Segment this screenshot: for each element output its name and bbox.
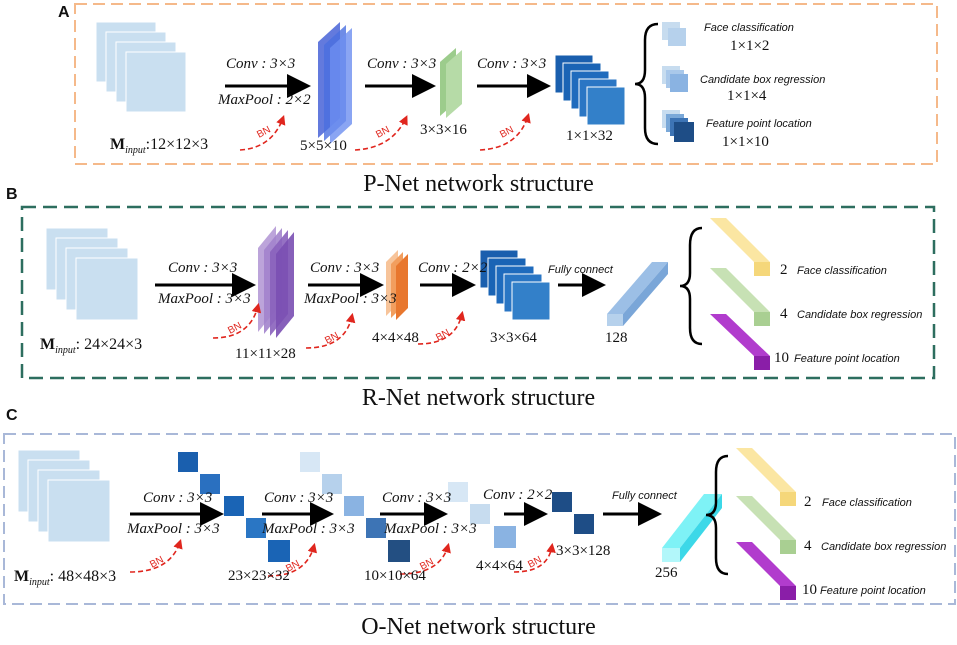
pool-label-b2: MaxPool : 3×3 [304, 291, 397, 307]
caption-a: P-Net network structure [363, 171, 594, 197]
pool-label-c2: MaxPool : 3×3 [262, 521, 355, 537]
feat-dims-a3: 1×1×32 [566, 128, 613, 144]
input-sub-b: input [55, 345, 76, 357]
output-num-b2: 10 [774, 350, 789, 366]
feature-map-c1 [178, 452, 290, 562]
input-stack-a [95, 21, 187, 113]
conv-label-c4: Conv : 2×2 [483, 487, 553, 503]
input-symbol-a: M [110, 136, 126, 153]
fc-dims-c: 256 [655, 565, 678, 581]
pool-label-a1: MaxPool : 2×2 [218, 92, 311, 108]
bn-arrow-b2 [305, 312, 356, 349]
input-dims-b: : 24×24×3 [75, 336, 143, 353]
output-name-c0: Face classification [822, 497, 912, 509]
panel-a-frame [74, 3, 938, 165]
input-symbol-b: M [40, 336, 56, 353]
output-bars-b [710, 218, 770, 370]
conv-label-c1: Conv : 3×3 [143, 490, 213, 506]
bn-arrow-c3 [399, 542, 451, 575]
output-name-a1: Candidate box regression [700, 74, 826, 86]
bn-arrow-a3 [479, 112, 531, 151]
input-dims-c: : 48×48×3 [49, 568, 117, 585]
conv-label-c3: Conv : 3×3 [382, 490, 452, 506]
output-name-b2: Feature point location [794, 353, 900, 365]
panel-c-frame [3, 433, 956, 605]
output-num-c0: 2 [804, 494, 812, 510]
bn-arrow-a2 [354, 115, 408, 151]
pool-label-b1: MaxPool : 3×3 [158, 291, 251, 307]
output-dims-a0: 1×1×2 [730, 38, 770, 54]
caption-b: R-Net network structure [361, 385, 596, 411]
input-symbol-c: M [14, 568, 30, 585]
pool-label-c1: MaxPool : 3×3 [127, 521, 220, 537]
fc-vector-b [607, 262, 668, 326]
output-name-b1: Candidate box regression [797, 309, 923, 321]
output-name-a2: Feature point location [706, 118, 812, 130]
conv-label-c2: Conv : 3×3 [264, 490, 334, 506]
feature-map-b1 [258, 226, 294, 338]
output-bars-c [736, 448, 796, 600]
output-num-b0: 2 [780, 262, 788, 278]
input-label-b: Minput: 24×24×3 [40, 336, 142, 356]
output-name-c2: Feature point location [820, 585, 926, 597]
brace-a [634, 22, 659, 146]
output-name-b0: Face classification [797, 265, 887, 277]
panel-letter-c: C [6, 407, 18, 424]
input-label-a: Minput:12×12×3 [110, 136, 208, 156]
feature-map-b3 [479, 249, 551, 321]
conv-label-a1: Conv : 3×3 [226, 56, 296, 72]
feat-dims-b2: 4×4×48 [372, 330, 419, 346]
output-name-c1: Candidate box regression [821, 541, 947, 553]
feat-dims-b3: 3×3×64 [490, 330, 537, 346]
conv-label-b2: Conv : 3×3 [310, 260, 380, 276]
feature-map-a1 [318, 22, 352, 144]
bn-arrow-a1 [239, 114, 286, 151]
output-num-b1: 4 [780, 306, 788, 322]
feature-map-b2 [386, 250, 408, 320]
input-dims-a: :12×12×3 [145, 136, 209, 153]
input-sub-c: input [29, 577, 50, 589]
input-stack-b [45, 227, 139, 321]
feature-map-c2 [300, 452, 410, 562]
feature-map-c3 [448, 482, 516, 548]
feature-map-a3 [554, 54, 626, 126]
output-name-a0: Face classification [704, 22, 794, 34]
panel-letter-b: B [6, 186, 18, 203]
feat-dims-a1: 5×5×10 [300, 138, 347, 154]
feat-dims-c3: 4×4×64 [476, 558, 523, 574]
fc-label-b: Fully connect [548, 264, 613, 276]
bn-arrow-c1 [129, 538, 183, 573]
feat-dims-b1: 11×11×28 [235, 346, 296, 362]
feat-dims-a2: 3×3×16 [420, 122, 467, 138]
panel-letter-a: A [58, 4, 70, 21]
caption-c: O-Net network structure [361, 614, 596, 640]
fc-label-c: Fully connect [612, 490, 677, 502]
output-num-c2: 10 [802, 582, 817, 598]
feature-map-a2 [440, 48, 462, 118]
panel-b-frame [20, 205, 936, 380]
input-label-c: Minput: 48×48×3 [14, 568, 116, 588]
feat-dims-c2: 10×10×64 [364, 568, 426, 584]
fc-vector-c [662, 494, 722, 562]
brace-c [705, 454, 729, 576]
brace-b [679, 226, 703, 346]
feature-map-c4 [552, 492, 594, 534]
input-stack-c [17, 449, 111, 543]
conv-label-a2: Conv : 3×3 [367, 56, 437, 72]
fc-dims-b: 128 [605, 330, 628, 346]
output-dims-a2: 1×1×10 [722, 134, 769, 150]
conv-label-b1: Conv : 3×3 [168, 260, 238, 276]
output-dims-a1: 1×1×4 [727, 88, 767, 104]
conv-label-a3: Conv : 3×3 [477, 56, 547, 72]
pool-label-c3: MaxPool : 3×3 [384, 521, 477, 537]
bn-arrow-c4 [513, 542, 556, 573]
output-icons-a [662, 22, 694, 142]
feat-dims-c1: 23×23×32 [228, 568, 290, 584]
input-sub-a: input [125, 145, 146, 157]
output-num-c1: 4 [804, 538, 812, 554]
feat-dims-c4: 3×3×128 [556, 543, 611, 559]
conv-label-b3: Conv : 2×2 [418, 260, 488, 276]
